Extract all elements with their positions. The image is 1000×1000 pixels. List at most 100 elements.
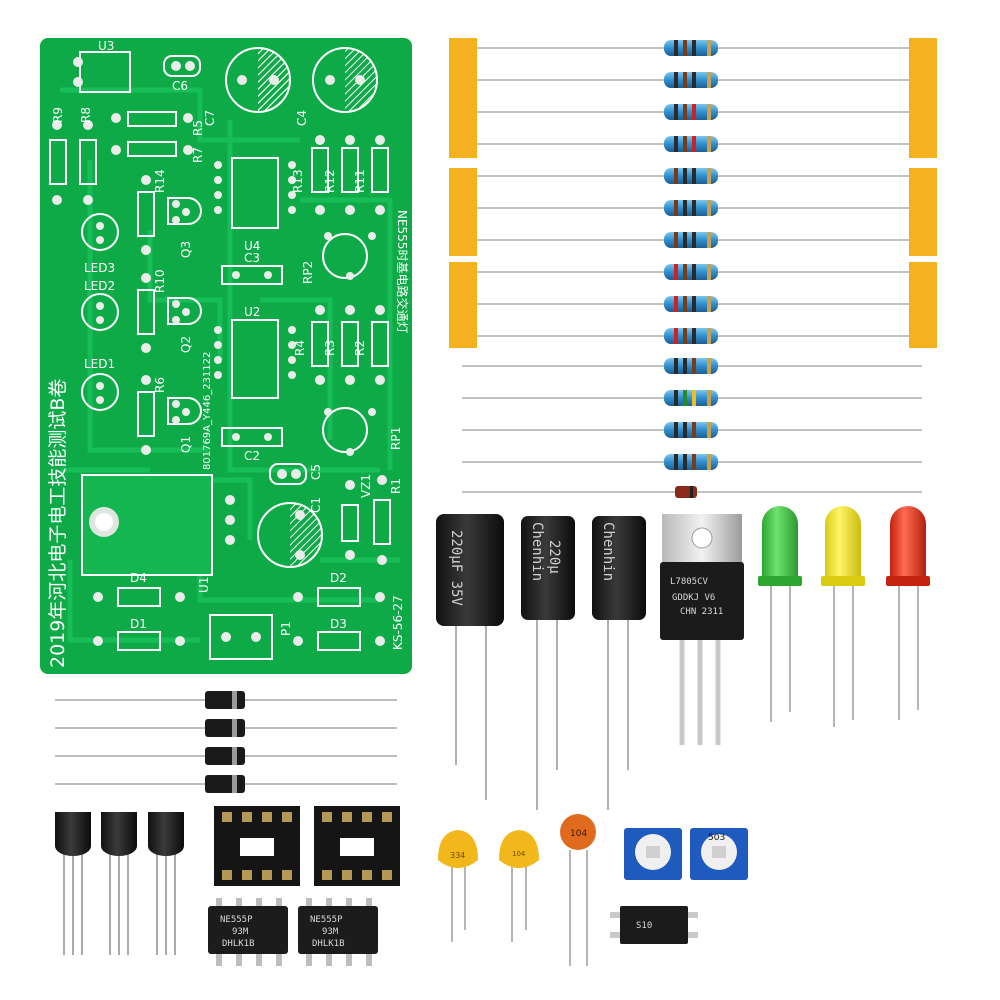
electrolytic-cap-3: Chenhin <box>592 516 646 810</box>
smd-component: S10 <box>610 906 698 944</box>
pcb-side-text: NE555时基电路交通灯 <box>395 210 410 333</box>
label-U4: U4 <box>244 239 260 253</box>
label-D2: D2 <box>330 571 347 585</box>
cap-1-text: 220μF 35V <box>448 530 464 606</box>
tape-right-2 <box>909 168 937 256</box>
chip-2-line2: 93M <box>322 927 339 937</box>
chip-1-line3: DHLK1B <box>222 939 255 949</box>
voltage-regulator: L7805CV GDDKJ V6 CHN 2311 <box>660 514 744 745</box>
label-C7: C7 <box>203 110 217 126</box>
label-RP1: RP1 <box>389 427 403 450</box>
transistor <box>55 812 91 955</box>
ceramic-cap-1-text: 334 <box>450 851 465 860</box>
resistor <box>477 40 909 56</box>
label-P1: P1 <box>279 621 293 636</box>
label-U1: U1 <box>197 577 211 593</box>
pcb-traces <box>60 87 400 643</box>
diode <box>55 747 397 765</box>
transistor <box>148 812 184 955</box>
ic-chip: NE555P 93M DHLK1B <box>208 898 288 966</box>
leds <box>758 506 930 727</box>
tape-right-3 <box>909 262 937 348</box>
diode <box>55 691 397 709</box>
trimmer-2-text: 503 <box>708 833 725 843</box>
resistor-strip <box>462 40 922 498</box>
smd-text: S10 <box>636 921 652 931</box>
ceramic-cap-3: 104 <box>560 814 596 966</box>
transistors <box>55 812 184 955</box>
label-C5: C5 <box>309 464 323 480</box>
transistor-footprints <box>167 197 202 425</box>
trimmer-pots: 503 <box>624 828 748 880</box>
label-R5: R5 <box>191 120 205 136</box>
label-U2: U2 <box>244 305 260 319</box>
label-LED3: LED3 <box>84 261 115 275</box>
diode-footprints <box>117 587 361 660</box>
resistor <box>462 390 922 406</box>
trimmer-2: 503 <box>690 828 748 880</box>
resistor <box>477 264 909 280</box>
u3-footprint <box>79 51 131 93</box>
label-R8: R8 <box>79 107 93 123</box>
label-R13: R13 <box>291 169 305 193</box>
pcb-board: U3 C6 C7 C4 R9 R8 R5 R7 R13 R12 R11 R14 … <box>40 38 412 674</box>
ceramic-cap-3-text: 104 <box>570 829 587 839</box>
small-diode <box>462 486 922 498</box>
label-R1: R1 <box>389 478 403 494</box>
diode <box>55 719 397 737</box>
chip-1-line1: NE555P <box>220 915 253 925</box>
ic-chip: NE555P 93M DHLK1B <box>298 898 378 966</box>
resistor <box>462 454 922 470</box>
label-R2: R2 <box>353 340 367 356</box>
led-red <box>886 506 930 720</box>
trimmer-1 <box>624 828 682 880</box>
resistor <box>477 136 909 152</box>
silkscreen-labels: U3 C6 C7 C4 R9 R8 R5 R7 R13 R12 R11 R14 … <box>51 39 403 636</box>
label-D4: D4 <box>130 571 147 585</box>
cap-2-brand: Chenhin <box>529 522 545 581</box>
trimmer-footprints <box>322 233 368 453</box>
resistor <box>462 358 922 374</box>
label-C3: C3 <box>244 251 260 265</box>
diode-strip <box>55 691 397 793</box>
electrolytic-cap-2: Chenhin 220μ <box>521 516 575 810</box>
pcb-title-text: 2019年河北电子电工技能测试B卷 <box>47 379 69 668</box>
label-U3: U3 <box>98 39 114 53</box>
label-LED1: LED1 <box>84 357 115 371</box>
resistor <box>477 232 909 248</box>
solder-pads <box>52 57 387 646</box>
resistor <box>477 200 909 216</box>
chip-1-line2: 93M <box>232 927 249 937</box>
led-footprints <box>81 213 119 411</box>
label-R4: R4 <box>293 340 307 356</box>
resistor <box>477 296 909 312</box>
label-R14: R14 <box>153 169 167 193</box>
label-C6: C6 <box>172 79 188 93</box>
ceramic-capacitors: 334 104 104 <box>438 814 596 966</box>
label-VZ1: VZ1 <box>359 474 373 498</box>
tape-left-2 <box>449 168 477 256</box>
ne555-chips: NE555P 93M DHLK1B NE555P 93M DHLK1B <box>208 898 378 966</box>
label-Q1: Q1 <box>179 436 193 453</box>
pcb-code-text: KS-56-27 <box>391 595 405 650</box>
u2-footprint <box>231 319 279 399</box>
led-green <box>758 506 802 722</box>
ic-socket <box>314 806 400 886</box>
cap-2-text: 220μ <box>546 540 562 574</box>
regulator-line2: GDDKJ V6 <box>672 593 715 603</box>
resistor <box>477 328 909 344</box>
ceramic-cap-1: 334 <box>438 830 478 942</box>
resistor-footprints <box>49 111 391 545</box>
label-D3: D3 <box>330 617 347 631</box>
u4-footprint <box>231 157 279 229</box>
resistor <box>477 72 909 88</box>
electrolytic-capacitors: 220μF 35V Chenhin 220μ Chenhin <box>436 514 646 810</box>
pcb-serial-text: 801769A_Y446_231122 <box>202 352 213 470</box>
label-C4: C4 <box>295 110 309 126</box>
cap-3-brand: Chenhin <box>600 522 616 581</box>
label-D1: D1 <box>130 617 147 631</box>
label-R11: R11 <box>353 169 367 193</box>
label-R3: R3 <box>323 340 337 356</box>
